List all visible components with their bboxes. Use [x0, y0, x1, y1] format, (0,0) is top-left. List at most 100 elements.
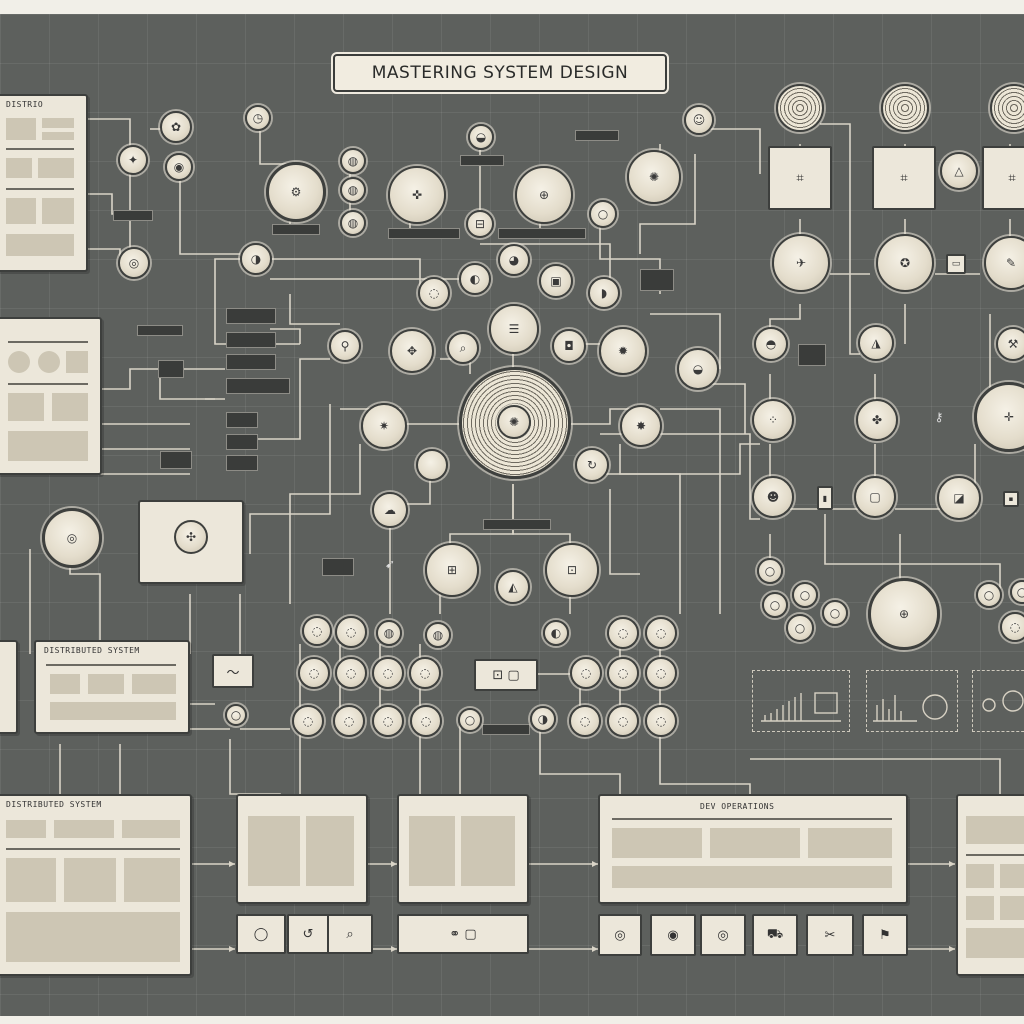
db-node[interactable]: ⊟ [466, 210, 494, 238]
dial-node[interactable]: ✺ [627, 150, 681, 204]
eye-node[interactable]: ◉ [165, 153, 193, 181]
router-node-1[interactable]: ✈ [772, 234, 830, 292]
grid-node[interactable]: ◌ [372, 657, 404, 689]
triangle-node[interactable]: △ [940, 152, 978, 190]
node-small[interactable]: ◌ [1000, 612, 1024, 642]
dot-node[interactable]: ⁘ [752, 399, 794, 441]
spiral-node-1[interactable] [776, 84, 824, 132]
stack-node-2[interactable]: ◍ [340, 177, 366, 203]
network-node[interactable]: ✦ [118, 145, 148, 175]
maze-tile-3[interactable]: ⌗ [982, 146, 1024, 210]
link-node-d[interactable]: ▣ [539, 264, 573, 298]
grid-node[interactable]: ◐ [543, 620, 569, 646]
grid-node-right[interactable]: ⊡ [545, 543, 599, 597]
link-node-f[interactable]: ⚲ [329, 330, 361, 362]
hub-node-top[interactable]: ⊕ [515, 166, 573, 224]
node-small[interactable]: ○ [792, 582, 818, 608]
grid-node[interactable]: ○ [225, 704, 247, 726]
grid-node[interactable]: ◌ [570, 657, 602, 689]
tile-step-4[interactable]: ⛟ [752, 914, 798, 956]
router-node-3[interactable]: ✎ [984, 236, 1024, 290]
tile-leaf[interactable]: ◯ [236, 914, 286, 954]
search-icon[interactable]: ⌕ [447, 332, 479, 364]
grid-node[interactable]: ◌ [569, 705, 601, 737]
cog-node[interactable]: ✿ [160, 111, 192, 143]
idle-node[interactable] [416, 449, 448, 481]
globe-node[interactable]: ⊕ [868, 578, 940, 650]
grid-node[interactable]: ◌ [292, 705, 324, 737]
face-node-right[interactable]: ☻ [752, 476, 794, 518]
grid-node[interactable]: ◍ [376, 620, 402, 646]
grid-node[interactable]: ◌ [410, 705, 442, 737]
switch-tile[interactable]: ⊡ ▢ [474, 659, 538, 691]
node-small[interactable]: ○ [822, 600, 848, 626]
chart-node[interactable]: ◮ [858, 325, 894, 361]
wave-tile[interactable]: 〜 [212, 654, 254, 688]
grid-node[interactable]: ◑ [530, 706, 556, 732]
tile-step-5[interactable]: ✂ [806, 914, 854, 956]
grid-node[interactable]: ◌ [372, 705, 404, 737]
bot-node[interactable]: ◪ [937, 476, 981, 520]
grid-node[interactable]: ◌ [298, 657, 330, 689]
gear-node-right[interactable]: ✸ [620, 405, 662, 447]
stack-node-1[interactable]: ◍ [340, 148, 366, 174]
node-small[interactable]: ○ [757, 558, 783, 584]
stack-node-3[interactable]: ◍ [340, 210, 366, 236]
bell-node[interactable]: ◭ [496, 570, 530, 604]
lock-node[interactable]: ◒ [468, 124, 494, 150]
tile-step-1[interactable]: ◎ [598, 914, 642, 956]
tile-step-3[interactable]: ◎ [700, 914, 746, 956]
tile-search[interactable]: ⌕ [327, 914, 373, 954]
server-node[interactable]: ☰ [489, 304, 539, 354]
router-node-2[interactable]: ✪ [876, 234, 934, 292]
pill-node[interactable]: ◘ [552, 329, 586, 363]
grid-node[interactable]: ◌ [333, 705, 365, 737]
cloud-icon[interactable]: ☁ [372, 492, 408, 528]
lamp-node[interactable]: ◒ [677, 348, 719, 390]
compass-node[interactable]: ✜ [388, 166, 446, 224]
gear-node-left[interactable]: ✷ [361, 403, 407, 449]
grid-node[interactable]: ◌ [607, 705, 639, 737]
target-node-left[interactable]: ◎ [42, 508, 102, 568]
box-node[interactable]: ▢ [854, 476, 896, 518]
link-node-b[interactable]: ◐ [459, 263, 491, 295]
gauge-node[interactable]: ◷ [245, 105, 271, 131]
spiral-node-3[interactable] [990, 84, 1024, 132]
tile-link[interactable]: ⚭ ▢ [397, 914, 529, 954]
grid-node[interactable]: ◌ [645, 657, 677, 689]
speed-node[interactable]: ◑ [240, 243, 272, 275]
tool-node[interactable]: ⚒ [996, 327, 1024, 361]
node-small[interactable]: ○ [1010, 580, 1024, 604]
node-small[interactable]: ○ [786, 614, 814, 642]
tile-step-6[interactable]: ⚑ [862, 914, 908, 956]
pulse-node[interactable]: ○ [589, 200, 617, 228]
maze-tile-2[interactable]: ⌗ [872, 146, 936, 210]
battery-tile[interactable]: ▮ [817, 486, 833, 510]
grid-node-left[interactable]: ⊞ [425, 543, 479, 597]
grid-node[interactable]: ○ [458, 708, 482, 732]
target-node[interactable]: ◎ [118, 247, 150, 279]
plug-tile[interactable]: ▪ [1003, 491, 1019, 507]
gear-icon[interactable]: ⚙ [266, 162, 326, 222]
refresh-node[interactable]: ↻ [575, 448, 609, 482]
link-node-c[interactable]: ◕ [498, 244, 530, 276]
grid-node[interactable]: ◌ [645, 705, 677, 737]
node-small[interactable]: ○ [762, 592, 788, 618]
grid-node[interactable]: ◌ [607, 617, 639, 649]
node-small[interactable]: ○ [976, 582, 1002, 608]
maze-tile-1[interactable]: ⌗ [768, 146, 832, 210]
monitor-node[interactable]: ◓ [754, 327, 788, 361]
grid-node[interactable]: ◌ [409, 657, 441, 689]
clock-node[interactable]: ✹ [599, 327, 647, 375]
port-tile[interactable]: ▭ [946, 254, 966, 274]
shield-node[interactable]: ✥ [390, 329, 434, 373]
drop-node[interactable]: ✤ [856, 399, 898, 441]
grid-node[interactable]: ◌ [645, 617, 677, 649]
link-node-a[interactable]: ◌ [418, 277, 450, 309]
tile-cycle[interactable]: ↺ [287, 914, 329, 954]
grid-node[interactable]: ◌ [607, 657, 639, 689]
face-node[interactable]: ☺ [684, 105, 714, 135]
grid-node[interactable]: ◍ [425, 622, 451, 648]
tile-step-2[interactable]: ◉ [650, 914, 696, 956]
link-node-e[interactable]: ◗ [588, 277, 620, 309]
